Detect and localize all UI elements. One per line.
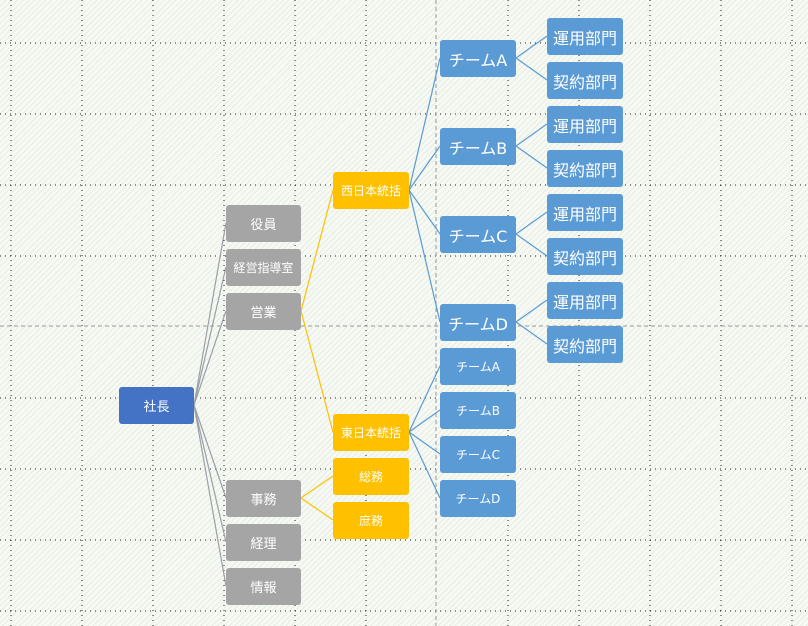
connector	[193, 222, 227, 406]
connector	[193, 404, 227, 543]
connector	[408, 145, 441, 191]
node-general-affairs[interactable]: 総務	[333, 458, 409, 495]
connector	[408, 57, 441, 191]
node-west-team-a[interactable]: チームA	[440, 40, 516, 77]
connector	[515, 299, 548, 323]
node-team-b-operations[interactable]: 運用部門	[547, 106, 623, 143]
connector	[193, 310, 227, 406]
connector	[193, 404, 227, 499]
node-administration[interactable]: 事務	[226, 480, 301, 517]
connector	[515, 35, 548, 59]
node-east-team-b[interactable]: チームB	[440, 392, 516, 429]
connector	[300, 189, 334, 312]
node-west-team-c[interactable]: チームC	[440, 216, 516, 253]
node-east-team-d[interactable]: チームD	[440, 480, 516, 517]
connector	[408, 189, 441, 235]
connector	[408, 431, 441, 455]
node-east-japan[interactable]: 東日本統括	[333, 414, 409, 451]
connector	[193, 404, 227, 587]
node-team-d-contracts[interactable]: 契約部門	[547, 326, 623, 363]
connector	[408, 365, 441, 433]
connector	[300, 310, 334, 433]
node-team-a-operations[interactable]: 運用部門	[547, 18, 623, 55]
node-sales[interactable]: 営業	[226, 293, 301, 330]
connector	[515, 57, 548, 81]
node-team-c-contracts[interactable]: 契約部門	[547, 238, 623, 275]
node-officers[interactable]: 役員	[226, 205, 301, 242]
connector	[193, 266, 227, 406]
node-management-guidance[interactable]: 経営指導室	[226, 249, 301, 286]
node-information[interactable]: 情報	[226, 568, 301, 605]
node-team-b-contracts[interactable]: 契約部門	[547, 150, 623, 187]
connector	[408, 409, 441, 433]
connector	[515, 233, 548, 257]
connector	[300, 497, 334, 521]
connector	[408, 189, 441, 323]
connector	[515, 123, 548, 147]
connector	[408, 431, 441, 499]
connector	[300, 475, 334, 499]
node-team-a-contracts[interactable]: 契約部門	[547, 62, 623, 99]
connector	[515, 145, 548, 169]
node-clerical[interactable]: 庶務	[333, 502, 409, 539]
node-president[interactable]: 社長	[119, 387, 194, 424]
node-team-c-operations[interactable]: 運用部門	[547, 194, 623, 231]
node-east-team-c[interactable]: チームC	[440, 436, 516, 473]
node-west-team-d[interactable]: チームD	[440, 304, 516, 341]
connector	[515, 321, 548, 345]
node-accounting[interactable]: 経理	[226, 524, 301, 561]
node-team-d-operations[interactable]: 運用部門	[547, 282, 623, 319]
connector	[515, 211, 548, 235]
node-west-japan[interactable]: 西日本統括	[333, 172, 409, 209]
node-west-team-b[interactable]: チームB	[440, 128, 516, 165]
node-east-team-a[interactable]: チームA	[440, 348, 516, 385]
